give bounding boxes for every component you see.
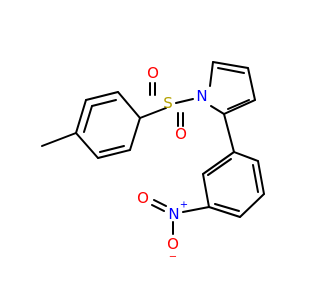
bond-ring1-inner-2 <box>99 145 125 153</box>
pyrrole-nitrogen-atom-label: N <box>196 87 207 105</box>
molecule-canvas: S O O N N + O O − <box>41 61 265 263</box>
oxygen-bottom-atom-label: O <box>175 125 187 143</box>
nitro-oxygen-bottom-atom-label: O <box>167 235 179 253</box>
bond-pyrrole-phenyl <box>223 113 235 153</box>
bond-ring-nitro <box>182 206 210 213</box>
bond-ring1-6 <box>75 132 99 159</box>
bond-ring1-5 <box>97 149 131 159</box>
bond-pyrrole-4 <box>223 99 256 115</box>
molecule-structure: S O O N N + O O − <box>41 61 265 263</box>
bond-ring1-4 <box>129 117 141 151</box>
bond-ring2-4 <box>239 193 265 218</box>
bond-pyrrole-5 <box>210 105 225 115</box>
sulfur-atom-label: S <box>163 94 173 112</box>
nitro-nitrogen-atom-label: N <box>168 205 179 223</box>
bond-ring1-2 <box>85 91 119 101</box>
bond-nitro-oxygen-left-a <box>153 199 167 207</box>
bond-ring2-6 <box>233 151 259 162</box>
bond-ring1-inner-1 <box>91 99 117 107</box>
nitro-nitrogen-charge: + <box>180 200 188 211</box>
bond-ring2-5 <box>257 160 265 195</box>
bond-pyrrole-3 <box>247 67 256 101</box>
bond-ring1-1 <box>75 99 87 134</box>
oxygen-top-atom-label: O <box>147 64 159 82</box>
bond-methyl <box>41 132 77 147</box>
bond-ring2-inner-3 <box>252 164 259 193</box>
nitro-oxygen-charge: − <box>169 252 177 263</box>
bond-ring2-3 <box>208 206 241 218</box>
bond-ring2-1 <box>202 151 235 175</box>
pyrrole-ring <box>209 61 256 115</box>
bond-nitro-oxygen-left-b <box>151 204 165 212</box>
tolyl-ring <box>75 91 141 159</box>
bond-ring2-2 <box>202 173 210 208</box>
bond-pyrrole-inner-2 <box>227 99 250 110</box>
bond-pyrrole-1 <box>209 61 214 87</box>
nitrophenyl-ring <box>202 151 265 218</box>
bond-ring1-3 <box>117 91 141 119</box>
bond-ring2-inner-1 <box>207 158 232 176</box>
bond-ring1-inner-3 <box>83 105 93 133</box>
bond-ring2-inner-2 <box>214 203 240 212</box>
bond-pyrrole-2 <box>212 61 249 69</box>
bond-pyrrole-inner-1 <box>217 67 245 74</box>
nitro-oxygen-left-atom-label: O <box>137 189 149 207</box>
bond-ring-sulfur <box>139 107 167 119</box>
bond-sulfur-nitrogen <box>175 98 194 104</box>
